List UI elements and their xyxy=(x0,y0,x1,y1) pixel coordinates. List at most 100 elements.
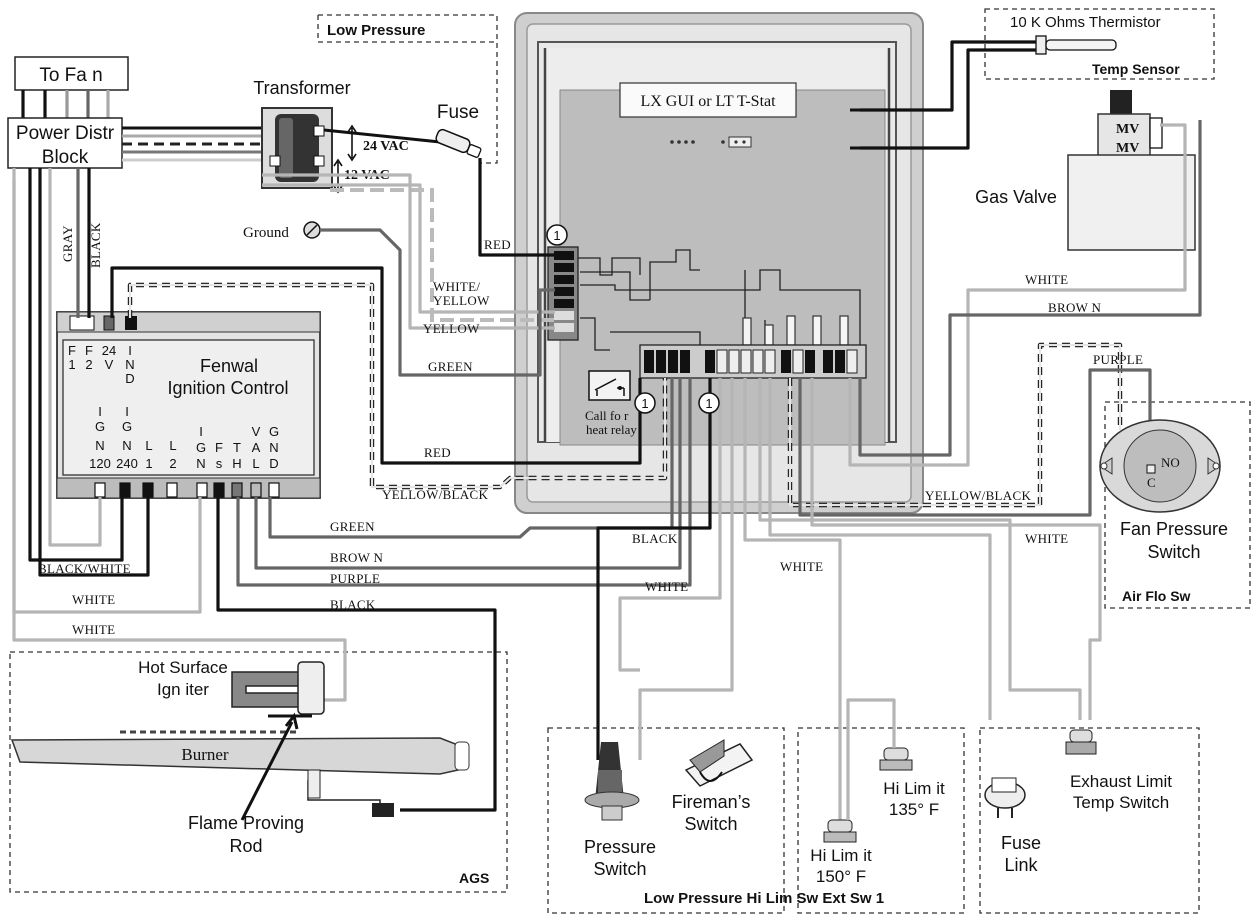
term-f2-a: F xyxy=(85,343,93,358)
hilim135-line2: 135° F xyxy=(889,800,939,819)
wire-white-right-low xyxy=(810,378,1102,720)
power-distr-block xyxy=(7,117,123,169)
wire-white-hilim135 xyxy=(758,378,1082,720)
wire-white-fuselink xyxy=(768,378,992,720)
term-24v-b: V xyxy=(105,357,114,372)
term-gnd-b: N xyxy=(269,440,278,455)
term-th-b: H xyxy=(232,456,241,471)
gas-valve xyxy=(1067,90,1196,251)
burner xyxy=(10,730,470,817)
term-l2-b: 2 xyxy=(169,456,176,471)
lx-gui-display xyxy=(619,82,797,118)
fuse-link-line2: Link xyxy=(1004,855,1038,875)
block-label: Block xyxy=(42,147,89,168)
pressure-switch xyxy=(584,742,640,821)
term-f1-a: F xyxy=(68,343,76,358)
rod-label: Rod xyxy=(229,836,262,856)
exhaust-limit-switch xyxy=(1065,729,1097,755)
fenwal-bottom-terminals xyxy=(94,482,280,498)
thermistor-probe xyxy=(1035,35,1117,55)
circle-marker-1b: 1 xyxy=(634,392,656,414)
term-24v-a: 24 xyxy=(102,343,116,358)
wire-label-purple-low: PURPLE xyxy=(330,571,380,586)
fuse-label: Fuse xyxy=(437,102,479,123)
term-ign120-d: 120 xyxy=(89,456,111,471)
wire-white-gasvalve xyxy=(848,123,1187,467)
term-ign-a: I xyxy=(199,424,203,439)
hot-surface-label: Hot Surface xyxy=(138,658,228,677)
board-indicator-dots xyxy=(670,136,752,148)
wire-label-gray: GRAY xyxy=(60,225,75,262)
term-gnd-a: G xyxy=(269,424,279,439)
wire-label-brown-low: BROW N xyxy=(330,550,384,565)
wire-brown-right xyxy=(858,120,1202,457)
to-fan-box xyxy=(14,56,129,91)
contact-c-label: C xyxy=(1147,475,1156,490)
power-distr-label: Power Distr xyxy=(16,123,115,144)
wire-label-red-top: RED xyxy=(484,237,511,252)
wire-brown-low xyxy=(254,378,682,570)
pressure-switch-line1: Pressure xyxy=(584,837,656,857)
fenwal-terminal-labels: F 1 F 2 24 V I N D I G N 120 I G N 240 L… xyxy=(68,343,279,471)
wire-label-green-low: GREEN xyxy=(330,519,375,534)
hilim-135-switch xyxy=(879,747,913,771)
term-val-c: L xyxy=(252,456,259,471)
to-fan-label: To Fa n xyxy=(39,65,102,86)
firemans-line2: Switch xyxy=(684,814,737,834)
air-flo-box xyxy=(1104,401,1251,609)
wire-yellow-dashed xyxy=(330,188,555,322)
wire-white-return-2 xyxy=(12,180,347,702)
wire-white-hilim150 xyxy=(743,378,842,820)
wire-label-white-1: WHITE xyxy=(72,592,115,607)
firemans-line1: Fireman’s xyxy=(672,792,751,812)
wire-label-black-white: BLACK/WHITE xyxy=(38,561,131,576)
wire-label-red-mid: RED xyxy=(424,445,451,460)
temp-sensor-label: Temp Sensor xyxy=(1092,61,1180,77)
low-pressure-box xyxy=(317,14,498,164)
wire-label-white-yellow-2: YELLOW xyxy=(433,293,490,308)
pressure-group-box xyxy=(547,727,785,914)
wire-white-yellow xyxy=(262,183,555,314)
low-pressure-top-label: Low Pressure xyxy=(327,22,425,39)
wire-black-powerblock-down1 xyxy=(28,168,124,562)
wire-label-black-vert: BLACK xyxy=(88,222,103,268)
wire-green-ground xyxy=(320,228,555,377)
wire-red-fenwal-top xyxy=(110,266,642,465)
wire-red-top xyxy=(478,158,555,257)
hilim135-line1: Hi Lim it xyxy=(883,779,945,798)
fenwal-label: Fenwal xyxy=(200,356,258,376)
term-gnd-c: D xyxy=(269,456,278,471)
term-ign240-a: I xyxy=(125,404,129,419)
wire-green-low xyxy=(268,378,674,539)
wire-label-white-center: WHITE xyxy=(645,579,688,594)
wire-white-firemans xyxy=(638,378,734,760)
term-ign240-c: N xyxy=(122,438,131,453)
wire-black-center xyxy=(596,378,712,760)
wire-white-hilim-link xyxy=(846,698,896,820)
flame-proving-label: Flame Proving xyxy=(188,813,304,833)
ground-screw-slot xyxy=(306,224,318,236)
call-for-heat-relay xyxy=(588,370,631,401)
term-f2-b: 2 xyxy=(85,357,92,372)
wire-label-brown-right: BROW N xyxy=(1048,300,1102,315)
ags-label: AGS xyxy=(459,870,489,886)
thermistor-wire-1 xyxy=(860,40,1036,112)
term-val-a: V xyxy=(252,424,261,439)
term-ind-c: D xyxy=(125,371,134,386)
exhaust-line1: Exhaust Limit xyxy=(1070,772,1172,791)
term-ind-b: N xyxy=(125,357,134,372)
term-ind-a: I xyxy=(128,343,132,358)
burner-label: Burner xyxy=(181,745,229,764)
wire-label-black-center: BLACK xyxy=(632,531,678,546)
term-ign-b: G xyxy=(196,440,206,455)
fan-pressure-switch xyxy=(1099,419,1221,513)
term-l1-b: 1 xyxy=(145,456,152,471)
fuse-link-line1: Fuse xyxy=(1001,833,1041,853)
term-ign120-a: I xyxy=(98,404,102,419)
term-ign120-b: G xyxy=(95,419,105,434)
thermistor-wire-2 xyxy=(860,48,1036,150)
wire-yellow-black-left-inner xyxy=(128,283,667,489)
term-ign240-b: G xyxy=(122,419,132,434)
wire-label-yellow: YELLOW xyxy=(423,321,480,336)
thermistor-board-pins xyxy=(850,108,862,150)
